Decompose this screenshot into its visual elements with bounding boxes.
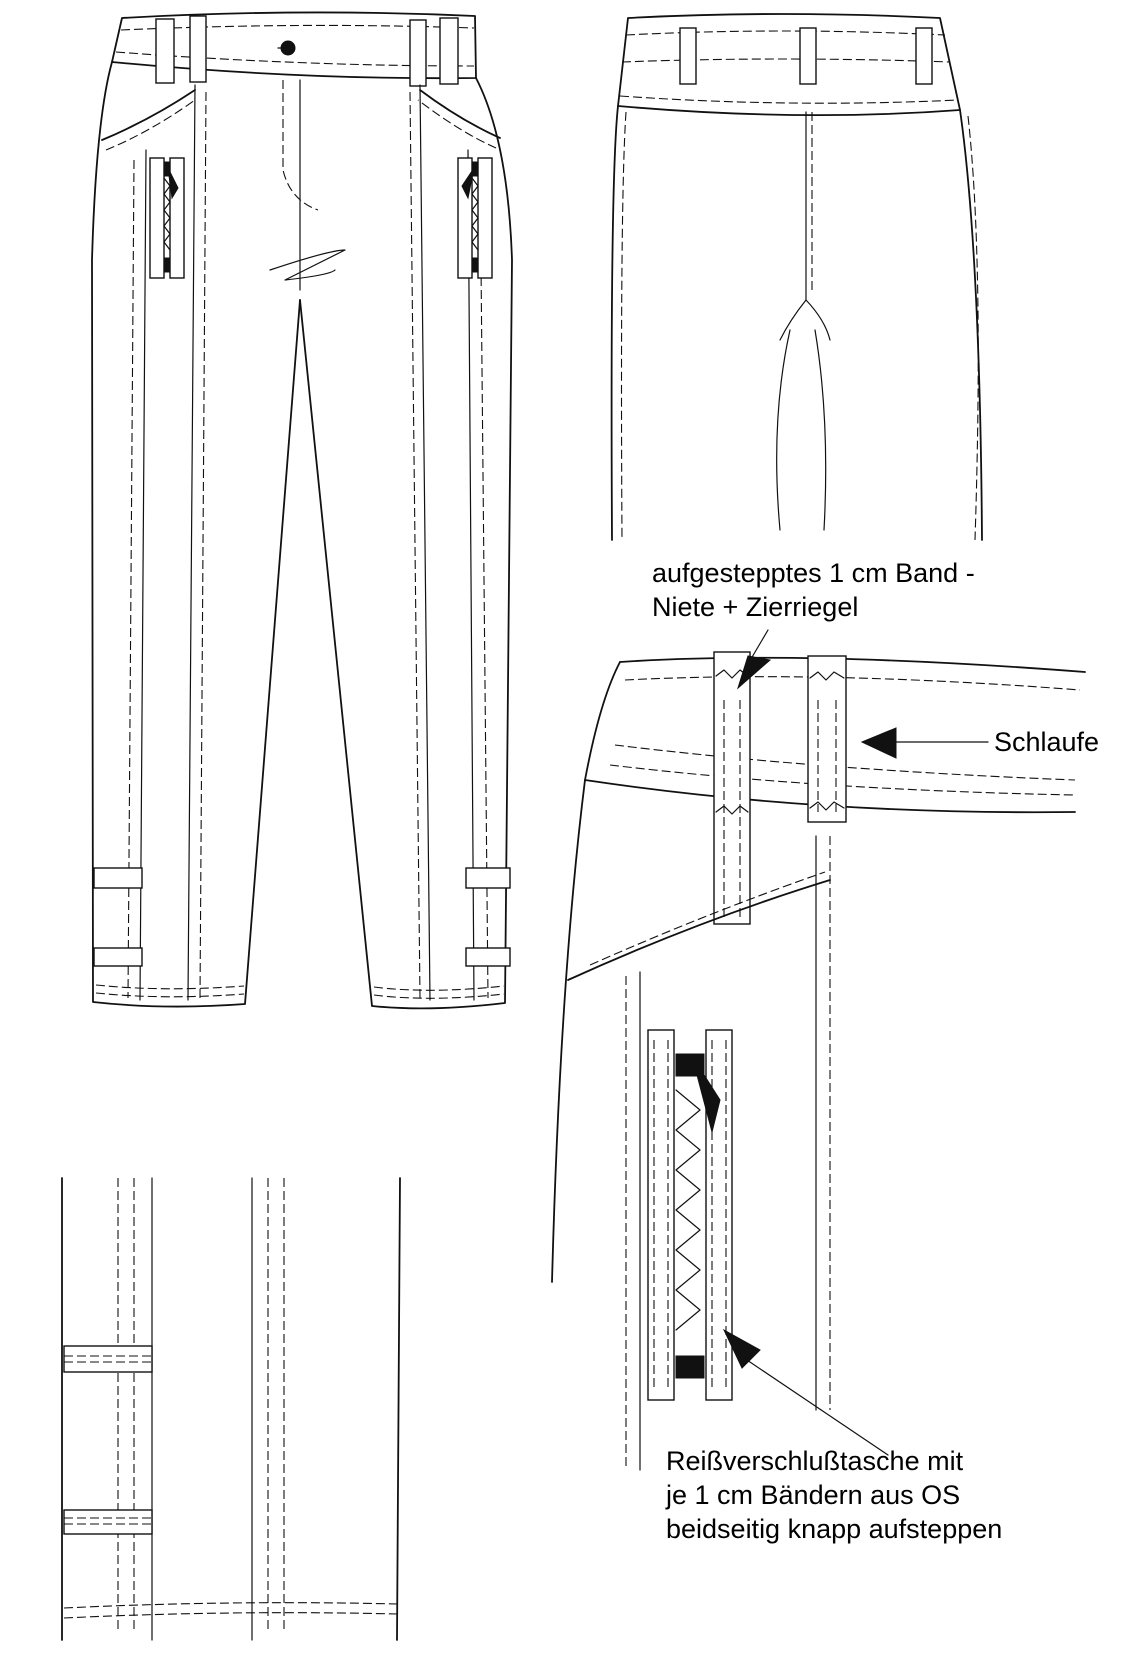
zip-pocket-right (457, 157, 493, 279)
belt-loop (807, 655, 847, 823)
pocket-annotation-line3: beidseitig knapp aufsteppen (666, 1514, 1003, 1544)
loop-annotation-text: Schlaufe (994, 727, 1100, 757)
hem-detail (61, 1177, 401, 1641)
zipper-pull-icon (691, 1055, 721, 1133)
belt-loop (155, 18, 175, 84)
band-annotation-line1: aufgestepptes 1 cm Band - (652, 558, 975, 588)
loop-annotation: Schlaufe (994, 725, 1099, 759)
trousers-front-view (91, 11, 513, 1010)
arrow-icon (860, 727, 897, 759)
pocket-annotation: Reißverschlußtasche mit je 1 cm Bändern … (666, 1444, 1002, 1546)
button-icon (280, 40, 296, 56)
belt-loop (713, 651, 751, 925)
pocket-annotation-line2: je 1 cm Bändern aus OS (666, 1480, 961, 1510)
arrow-icon (722, 1328, 761, 1369)
band-annotation-line2: Niete + Zierriegel (652, 592, 859, 622)
trousers-back-view (610, 13, 983, 541)
zip-pocket-left (149, 157, 185, 279)
pocket-annotation-line1: Reißverschlußtasche mit (666, 1446, 964, 1476)
arrow-icon (736, 655, 772, 690)
band-annotation: aufgestepptes 1 cm Band - Niete + Zierri… (652, 556, 975, 624)
waistband-detail (551, 651, 1086, 1471)
annotation-leaders (722, 629, 989, 1456)
